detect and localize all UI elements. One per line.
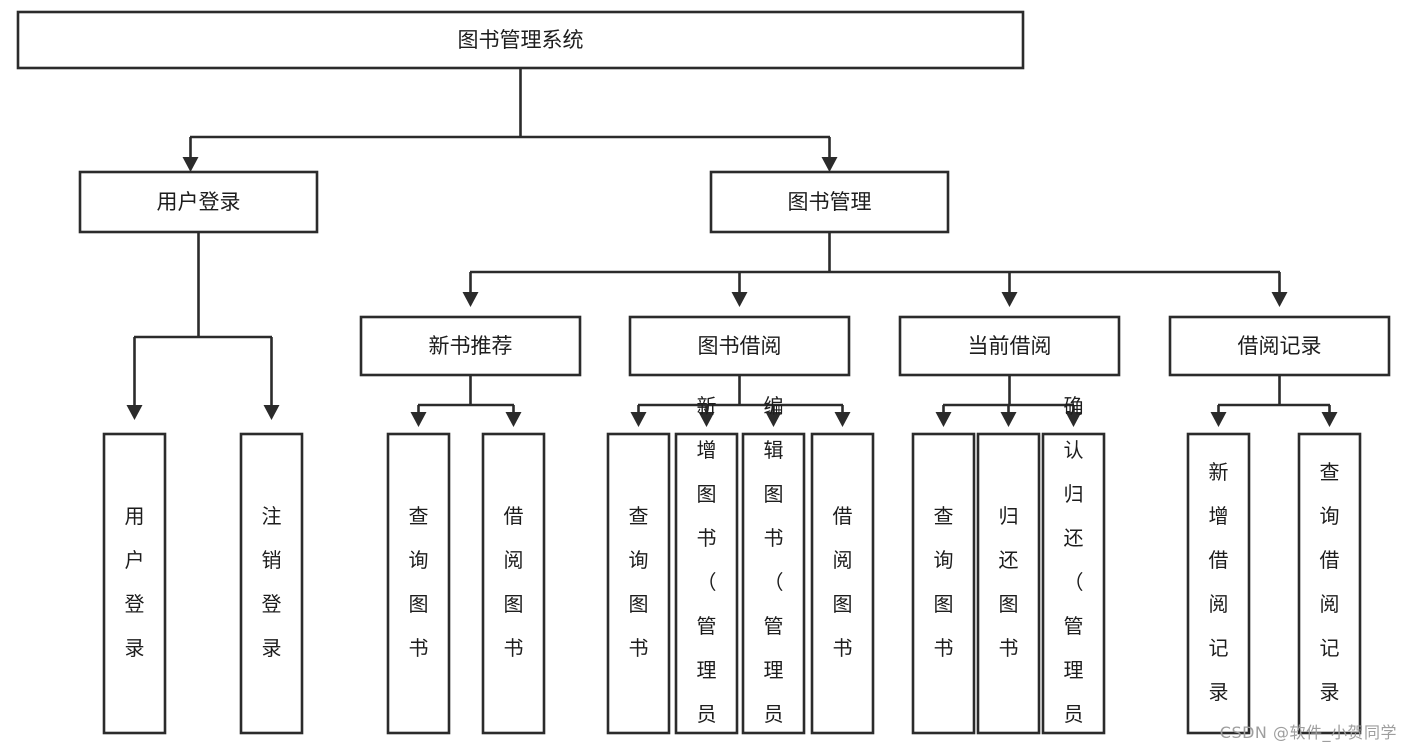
leaf-label: 注销登录 bbox=[262, 504, 282, 660]
connector-group-user-login bbox=[126, 232, 280, 420]
node-book-borrow-box[interactable] bbox=[628, 315, 851, 377]
leaf-box[interactable] bbox=[1041, 432, 1106, 735]
leaf-current-borrow-0[interactable]: 查询图书 bbox=[911, 432, 976, 735]
leaf-book-borrow-1[interactable]: 新增图书（管理员） bbox=[674, 394, 739, 747]
connector-group-current-borrow bbox=[935, 375, 1082, 427]
leaf-book-borrow-3[interactable]: 借阅图书 bbox=[810, 432, 875, 735]
node-book-borrow[interactable]: 图书借阅 bbox=[628, 315, 851, 377]
arrow-icon bbox=[935, 412, 952, 427]
leaf-label: 查询图书 bbox=[934, 504, 954, 660]
node-borrow-record-label: 借阅记录 bbox=[1238, 334, 1322, 358]
leaf-box[interactable] bbox=[606, 432, 671, 735]
node-book-manage-box[interactable] bbox=[709, 170, 950, 234]
leaf-user-login-0[interactable]: 用户登录 bbox=[102, 432, 167, 735]
arrow-icon bbox=[126, 405, 143, 420]
leaf-current-borrow-2[interactable]: 确认归还（管理员） bbox=[1041, 394, 1106, 747]
node-current-borrow[interactable]: 当前借阅 bbox=[898, 315, 1121, 377]
leaf-box[interactable] bbox=[674, 432, 739, 735]
arrow-icon bbox=[1001, 292, 1018, 307]
leaf-label: 新增图书（管理员） bbox=[697, 394, 717, 747]
node-new-book-recommend-box[interactable] bbox=[359, 315, 582, 377]
leaf-box[interactable] bbox=[102, 432, 167, 735]
leaf-label: 借阅图书 bbox=[833, 504, 853, 660]
node-root[interactable]: 图书管理系统 bbox=[16, 10, 1025, 70]
arrow-icon bbox=[1321, 412, 1338, 427]
arrow-icon bbox=[263, 405, 280, 420]
leaf-label: 归还图书 bbox=[999, 504, 1019, 660]
arrow-icon bbox=[821, 157, 838, 172]
leaf-borrow-record-0[interactable]: 新增借阅记录 bbox=[1186, 432, 1251, 735]
leaf-box[interactable] bbox=[976, 432, 1041, 735]
arrow-icon bbox=[505, 412, 522, 427]
arrow-icon bbox=[182, 157, 199, 172]
leaf-box[interactable] bbox=[239, 432, 304, 735]
arrow-icon bbox=[630, 412, 647, 427]
arrow-icon bbox=[1000, 412, 1017, 427]
leaf-box[interactable] bbox=[1186, 432, 1251, 735]
leaf-book-borrow-2[interactable]: 编辑图书（管理员） bbox=[741, 394, 806, 747]
leaf-label: 查询图书 bbox=[629, 504, 649, 660]
leaf-box[interactable] bbox=[810, 432, 875, 735]
leaf-borrow-record-1[interactable]: 查询借阅记录 bbox=[1297, 432, 1362, 735]
arrow-icon bbox=[462, 292, 479, 307]
node-root-box[interactable] bbox=[16, 10, 1025, 70]
arrow-icon bbox=[1210, 412, 1227, 427]
arrow-icon bbox=[731, 292, 748, 307]
node-current-borrow-label: 当前借阅 bbox=[968, 334, 1052, 358]
leaf-new-book-0[interactable]: 查询图书 bbox=[386, 432, 451, 735]
node-new-book-recommend[interactable]: 新书推荐 bbox=[359, 315, 582, 377]
leaf-label: 新增借阅记录 bbox=[1209, 460, 1229, 704]
node-user-login-label: 用户登录 bbox=[157, 190, 241, 214]
arrow-icon bbox=[410, 412, 427, 427]
connector-group-book-manage bbox=[462, 232, 1288, 307]
node-book-borrow-label: 图书借阅 bbox=[698, 334, 782, 358]
leaf-box[interactable] bbox=[911, 432, 976, 735]
connector-group-new-book bbox=[410, 375, 522, 427]
leaf-current-borrow-1[interactable]: 归还图书 bbox=[976, 432, 1041, 735]
leaf-box[interactable] bbox=[1297, 432, 1362, 735]
node-borrow-record-box[interactable] bbox=[1168, 315, 1391, 377]
node-borrow-record[interactable]: 借阅记录 bbox=[1168, 315, 1391, 377]
arrow-icon bbox=[834, 412, 851, 427]
node-book-manage[interactable]: 图书管理 bbox=[709, 170, 950, 234]
node-root-label: 图书管理系统 bbox=[458, 28, 584, 52]
leaf-new-book-1[interactable]: 借阅图书 bbox=[481, 432, 546, 735]
node-book-manage-label: 图书管理 bbox=[788, 190, 872, 214]
connector-group-borrow-record bbox=[1210, 375, 1338, 427]
connector-group-book-borrow bbox=[630, 375, 851, 427]
leaf-label: 借阅图书 bbox=[504, 504, 524, 660]
node-user-login[interactable]: 用户登录 bbox=[78, 170, 319, 234]
leaf-label: 查询借阅记录 bbox=[1320, 460, 1340, 704]
arrow-icon bbox=[1271, 292, 1288, 307]
leaf-box[interactable] bbox=[386, 432, 451, 735]
leaf-label: 确认归还（管理员） bbox=[1064, 394, 1084, 747]
leaf-box[interactable] bbox=[741, 432, 806, 735]
connector-group-root bbox=[182, 68, 838, 172]
leaf-box[interactable] bbox=[481, 432, 546, 735]
node-new-book-recommend-label: 新书推荐 bbox=[429, 334, 513, 358]
leaf-user-login-1[interactable]: 注销登录 bbox=[239, 432, 304, 735]
node-user-login-box[interactable] bbox=[78, 170, 319, 234]
leaf-label: 查询图书 bbox=[409, 504, 429, 660]
leaf-label: 用户登录 bbox=[125, 504, 145, 660]
node-current-borrow-box[interactable] bbox=[898, 315, 1121, 377]
leaf-label: 编辑图书（管理员） bbox=[764, 394, 784, 747]
leaf-book-borrow-0[interactable]: 查询图书 bbox=[606, 432, 671, 735]
